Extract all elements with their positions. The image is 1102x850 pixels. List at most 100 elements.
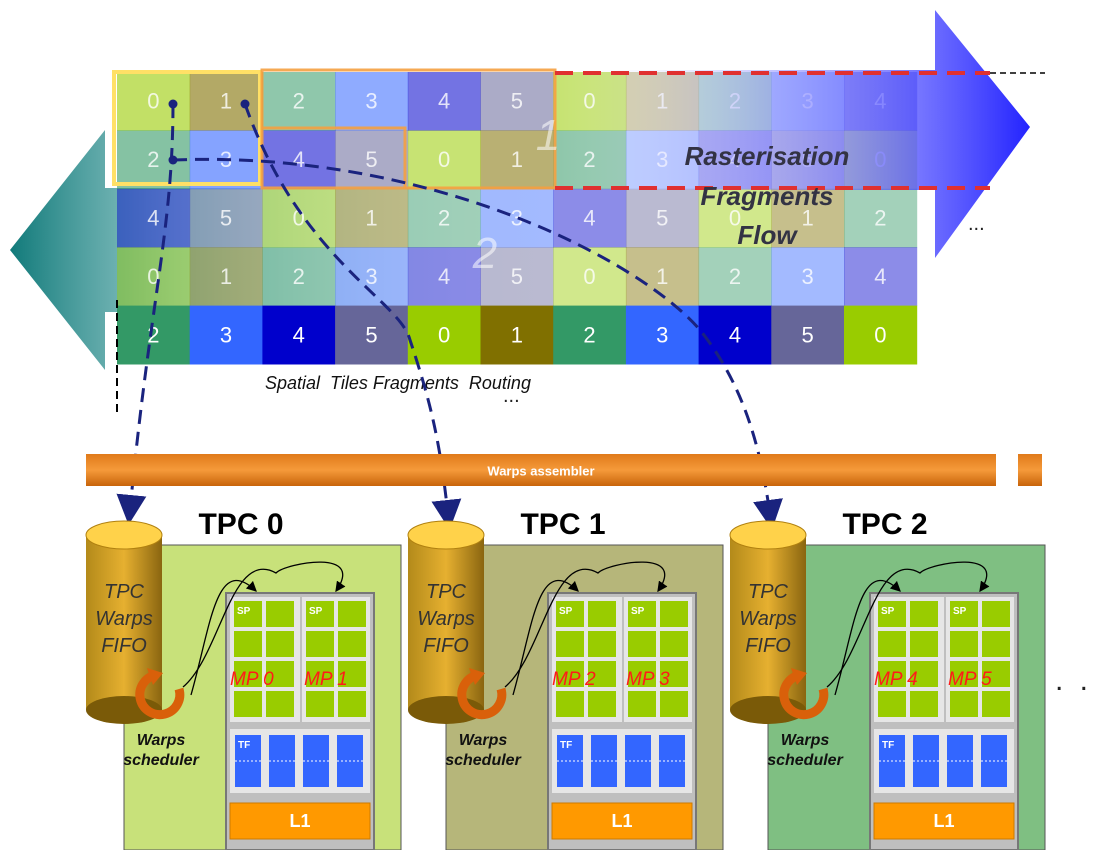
l1-cache xyxy=(551,802,693,840)
tpc-title: TPC 1 xyxy=(520,508,605,541)
grid-cell-value: 5 xyxy=(220,206,232,231)
scheduler-arrowhead xyxy=(469,668,485,685)
route-curve-c xyxy=(172,157,783,530)
sp-core xyxy=(338,631,366,657)
sp-core xyxy=(950,601,978,627)
fifo-label: Warps xyxy=(95,608,152,630)
grid-cell-value: 5 xyxy=(656,206,668,231)
sp-core xyxy=(234,631,262,657)
grid-cell xyxy=(480,247,554,307)
sp-core xyxy=(306,631,334,657)
grid-cell xyxy=(189,188,263,248)
grid-cell-value: 0 xyxy=(583,264,595,289)
region-yellow-outline xyxy=(112,70,262,186)
sp-core xyxy=(266,661,294,687)
sp-core xyxy=(660,601,688,627)
fifo-label: Warps xyxy=(417,608,474,630)
flow-label-line-2: Fragments xyxy=(701,181,834,211)
tf-label: TF xyxy=(560,740,572,751)
sp-core xyxy=(628,691,656,717)
fifo-cylinder-top xyxy=(729,520,807,550)
scheduler-label: Warps xyxy=(137,732,186,749)
grid-cell xyxy=(480,72,554,131)
scheduler-arrowhead xyxy=(791,668,807,685)
sp-core xyxy=(982,601,1010,627)
fifo-label: FIFO xyxy=(423,635,469,657)
sp-core xyxy=(910,601,938,627)
fifo-cylinder-top xyxy=(407,520,485,550)
grid-cell-value: 4 xyxy=(293,322,305,347)
sp-core xyxy=(982,661,1010,687)
fifo-label: TPC xyxy=(104,581,145,603)
grid-cell-value: 2 xyxy=(874,206,886,231)
warp-dispatch-arrow xyxy=(834,579,901,696)
grid-cell xyxy=(189,305,263,365)
grid-cell xyxy=(698,305,772,365)
grid-cell-value: 4 xyxy=(874,264,886,289)
sp-core xyxy=(878,691,906,717)
mp-right-label: MP 5 xyxy=(948,669,992,690)
sp-core xyxy=(588,661,616,687)
warp-dispatch-arrow xyxy=(190,579,257,696)
sp-core xyxy=(556,661,584,687)
tpc-title: TPC 0 xyxy=(198,508,283,541)
grid-cell xyxy=(262,247,336,307)
grid-cell-value: 5 xyxy=(511,264,523,289)
warps-assembler-bar xyxy=(86,454,996,486)
grid-cell xyxy=(335,305,409,365)
grid-cell xyxy=(698,247,772,307)
scheduler-label: Warps xyxy=(459,732,508,749)
warps-assembler-label: Warps assembler xyxy=(487,464,594,479)
fifo-label: FIFO xyxy=(745,635,791,657)
sp-label: SP xyxy=(309,606,323,617)
grid-cell xyxy=(844,247,918,307)
row-ellipsis: ... xyxy=(968,213,985,235)
tpc-title: TPC 2 xyxy=(842,508,927,541)
sp-core xyxy=(556,691,584,717)
sp-core xyxy=(910,631,938,657)
sp-core xyxy=(266,691,294,717)
grid-cell-value: 2 xyxy=(729,264,741,289)
sp-core xyxy=(878,631,906,657)
routing-curves xyxy=(116,103,783,530)
grid-cell-value: 2 xyxy=(438,206,450,231)
grid-cell-value: 0 xyxy=(438,322,450,347)
scheduler-label: scheduler xyxy=(767,752,843,769)
sp-core xyxy=(660,661,688,687)
sp-core xyxy=(266,601,294,627)
grid-cell xyxy=(771,188,845,248)
grid-cell-value: 1 xyxy=(511,322,523,347)
scheduler-arrowhead xyxy=(147,668,163,685)
grid-cell-value: 1 xyxy=(220,264,232,289)
route-dot-c xyxy=(168,155,178,165)
grid-cell-value: 3 xyxy=(511,206,523,231)
l1-label: L1 xyxy=(611,811,632,831)
sp-core xyxy=(234,661,262,687)
sp-core xyxy=(234,601,262,627)
grid-cell-value: 5 xyxy=(511,89,523,114)
grid-cell-value: 2 xyxy=(293,264,305,289)
mp-left-label: MP 0 xyxy=(230,669,274,690)
grid-cell xyxy=(117,247,191,307)
grid-cell-value: 3 xyxy=(802,264,814,289)
grid-cell xyxy=(407,72,481,131)
grid-cell xyxy=(553,247,627,307)
flow-label-line-1: Rasterisation xyxy=(685,141,850,171)
route-dot-b xyxy=(240,99,250,109)
grid-cell xyxy=(335,188,409,248)
grid-cell-value: 0 xyxy=(874,322,886,347)
l1-label: L1 xyxy=(289,811,310,831)
grid-cell-value: 0 xyxy=(147,89,159,114)
scheduler-label: scheduler xyxy=(123,752,199,769)
trailing-ellipsis: . . . xyxy=(1055,664,1102,697)
grid-cell-value: 3 xyxy=(365,89,377,114)
sp-core xyxy=(982,631,1010,657)
sp-core xyxy=(982,691,1010,717)
tf-label: TF xyxy=(882,740,894,751)
sp-core xyxy=(338,601,366,627)
sp-label: SP xyxy=(237,606,251,617)
scheduler-icon xyxy=(135,670,185,720)
grid-cell-value: 0 xyxy=(729,206,741,231)
